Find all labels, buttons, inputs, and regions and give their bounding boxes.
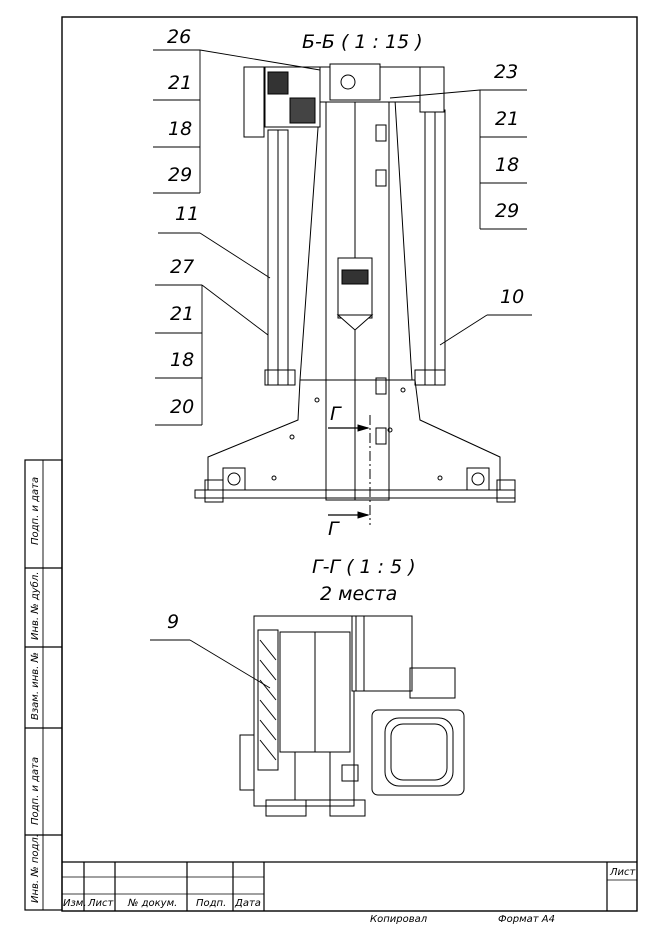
side-stamp [24,459,63,911]
title-block [62,861,637,911]
side-stamp-sign-date-2: Подп. и дата [30,757,41,825]
tb-col-sign: Подп. [196,898,226,909]
callout-leaders [150,49,532,689]
callout-21-left-mid: 21 [170,303,194,325]
section-bb-drawing [194,63,516,525]
callout-29-right-top: 29 [495,200,519,222]
callout-26: 26 [167,26,191,48]
section-gg-title: Г-Г ( 1 : 5 ) [312,556,416,578]
callout-20: 20 [170,396,194,418]
section-gg-subtitle: 2 места [320,583,397,605]
callout-21-left-top: 21 [168,72,192,94]
side-stamp-orig-inv: Инв. № подл. [30,834,41,903]
footer-format: Формат А4 [498,914,555,925]
callout-21-right-top: 21 [495,108,519,130]
callout-9: 9 [167,611,179,633]
footer-copied: Копировал [370,914,428,925]
callout-29-left-top: 29 [168,164,192,186]
section-marker-top: Г [330,403,342,425]
tb-col-date: Дата [234,898,261,909]
section-marker-bottom: Г [328,518,340,540]
tb-col-izm: Изм. [63,898,87,909]
callout-27: 27 [170,256,194,278]
section-bb-title: Б-Б ( 1 : 15 ) [302,31,423,53]
callout-18-left-mid: 18 [170,349,194,371]
side-stamp-sign-date-1: Подп. и дата [30,477,41,545]
callout-11: 11 [175,203,199,225]
side-stamp-replace-inv: Взам. инв. № [30,652,41,720]
callout-18-left-top: 18 [168,118,192,140]
tb-col-list: Лист [87,898,115,909]
callout-10: 10 [500,286,524,308]
tb-sheet-label: Лист [609,867,637,878]
side-stamp-dup-inv: Инв. № дубл. [29,572,41,640]
tb-col-doc-no: № докум. [127,898,177,909]
callout-18-right-top: 18 [495,154,519,176]
callout-23: 23 [494,61,518,83]
section-gg-drawing [239,615,465,817]
